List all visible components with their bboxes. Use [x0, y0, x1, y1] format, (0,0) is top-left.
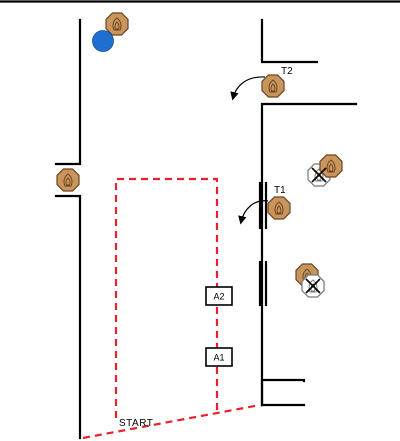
label-t2: T2 [281, 66, 293, 77]
no-shoot-x-icon [311, 167, 327, 183]
no-shoot-x-icon [305, 278, 321, 294]
right-wall [258, 18, 358, 407]
label-a1: A1 [213, 353, 224, 363]
start-line [82, 403, 261, 440]
target-behind-no-shoot [319, 154, 343, 178]
position-box-a1: A1 [205, 347, 233, 367]
route-path [114, 177, 219, 418]
curved-arrow-icon [230, 76, 266, 101]
label-start: START [119, 418, 153, 429]
left-wall [54, 18, 82, 440]
position-box-a2: A2 [205, 286, 233, 306]
circle-marker-icon [92, 30, 114, 52]
target-left-port [56, 168, 80, 192]
label-a2: A2 [213, 292, 224, 302]
curved-arrow-icon [238, 200, 269, 225]
target-top-left [105, 12, 129, 36]
no-shoot-group-upper [307, 154, 343, 187]
target-t1 [267, 196, 291, 220]
label-t1: T1 [274, 185, 286, 196]
target-t2 [261, 74, 285, 98]
no-shoot-group-lower [295, 263, 325, 298]
